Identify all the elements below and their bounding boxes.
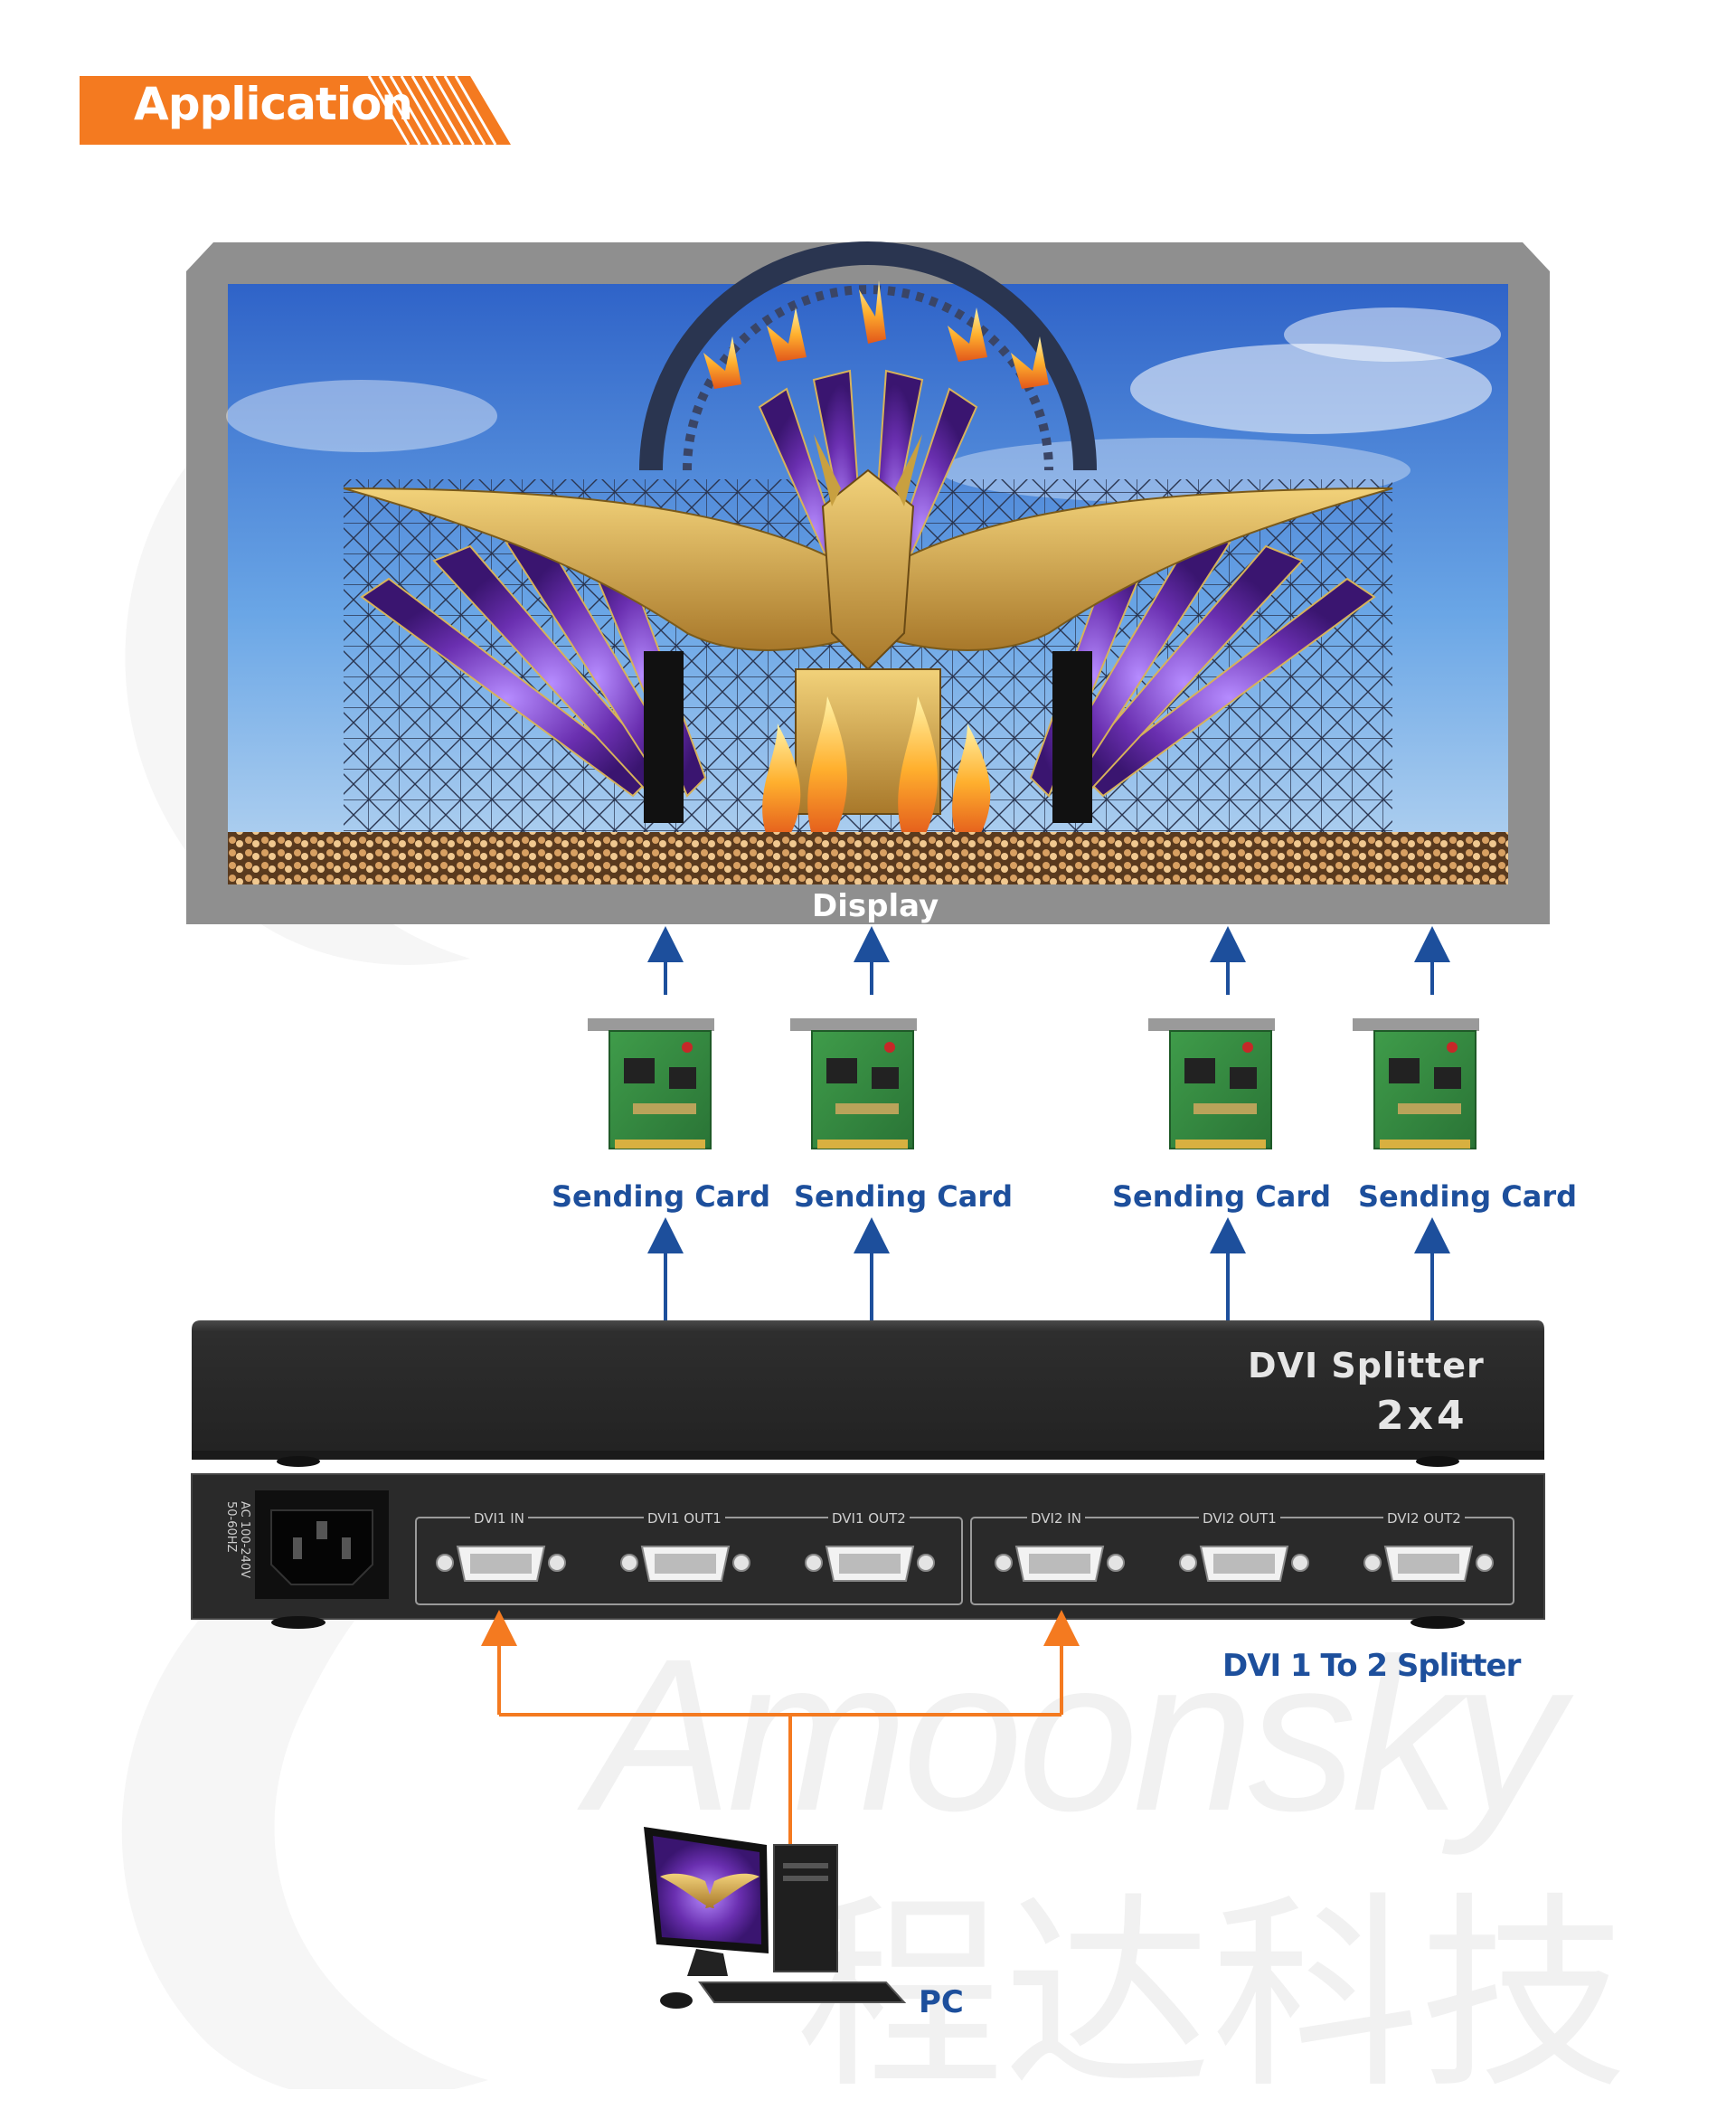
power-rating: AC 100-240V 50-60HZ [224, 1501, 251, 1592]
iec-power-socket-icon [255, 1490, 389, 1599]
output-arrows-top [647, 926, 1450, 995]
dvi-connector-icon [805, 1546, 935, 1582]
sending-card-pcb-icon [1353, 1018, 1479, 1149]
sending-card-label-2: Sending Card [794, 1179, 1013, 1214]
port-label-dvi1-in: DVI1 IN [470, 1510, 528, 1527]
dvi-connector-icon [436, 1546, 566, 1582]
power-frequency: 50-60HZ [224, 1501, 238, 1553]
output-arrows-bottom [647, 1217, 1450, 1320]
diagonal-stripes-icon [367, 75, 497, 146]
port-label-dvi1-out2: DVI1 OUT2 [828, 1510, 910, 1527]
splitter-front-panel [192, 1320, 1544, 1467]
dvi-connector-icon [1363, 1546, 1494, 1582]
watermark-cjk-text: 程达科技 [796, 1876, 1628, 2117]
input-connection-lines [481, 1610, 1080, 1845]
power-voltage: AC 100-240V [238, 1501, 251, 1579]
desktop-pc-icon [644, 1827, 907, 2009]
sending-card-pcb-icon [1148, 1018, 1275, 1149]
display-screen [186, 241, 1550, 924]
sending-card-label-4: Sending Card [1358, 1179, 1577, 1214]
splitter-name: DVI Splitter [1248, 1346, 1485, 1386]
port-label-dvi2-out2: DVI2 OUT2 [1383, 1510, 1465, 1527]
port-label-dvi1-out1: DVI1 OUT1 [644, 1510, 725, 1527]
dvi-port-group [436, 1546, 1494, 1582]
display-label: Display [812, 888, 939, 924]
splitter-ratio: 2x4 [1376, 1393, 1468, 1439]
sending-card-label-1: Sending Card [552, 1179, 770, 1214]
pc-label: PC [919, 1984, 964, 2020]
dvi-connector-icon [995, 1546, 1125, 1582]
splitter-rear-panel [191, 1473, 1545, 1629]
sending-card-pcb-icon [588, 1018, 714, 1149]
header-badge [80, 75, 511, 146]
port-label-dvi2-in: DVI2 IN [1027, 1510, 1085, 1527]
port-label-dvi2-out1: DVI2 OUT1 [1199, 1510, 1280, 1527]
sending-card-label-3: Sending Card [1112, 1179, 1331, 1214]
dvi-connector-icon [620, 1546, 750, 1582]
splitter-mode-label: DVI 1 To 2 Splitter [1222, 1648, 1521, 1684]
header-title: Application [134, 78, 413, 130]
sending-card-group [588, 1018, 1479, 1149]
watermark-text: Amoonsky [588, 1613, 1562, 1856]
sending-card-pcb-icon [790, 1018, 917, 1149]
dvi-connector-icon [1179, 1546, 1309, 1582]
